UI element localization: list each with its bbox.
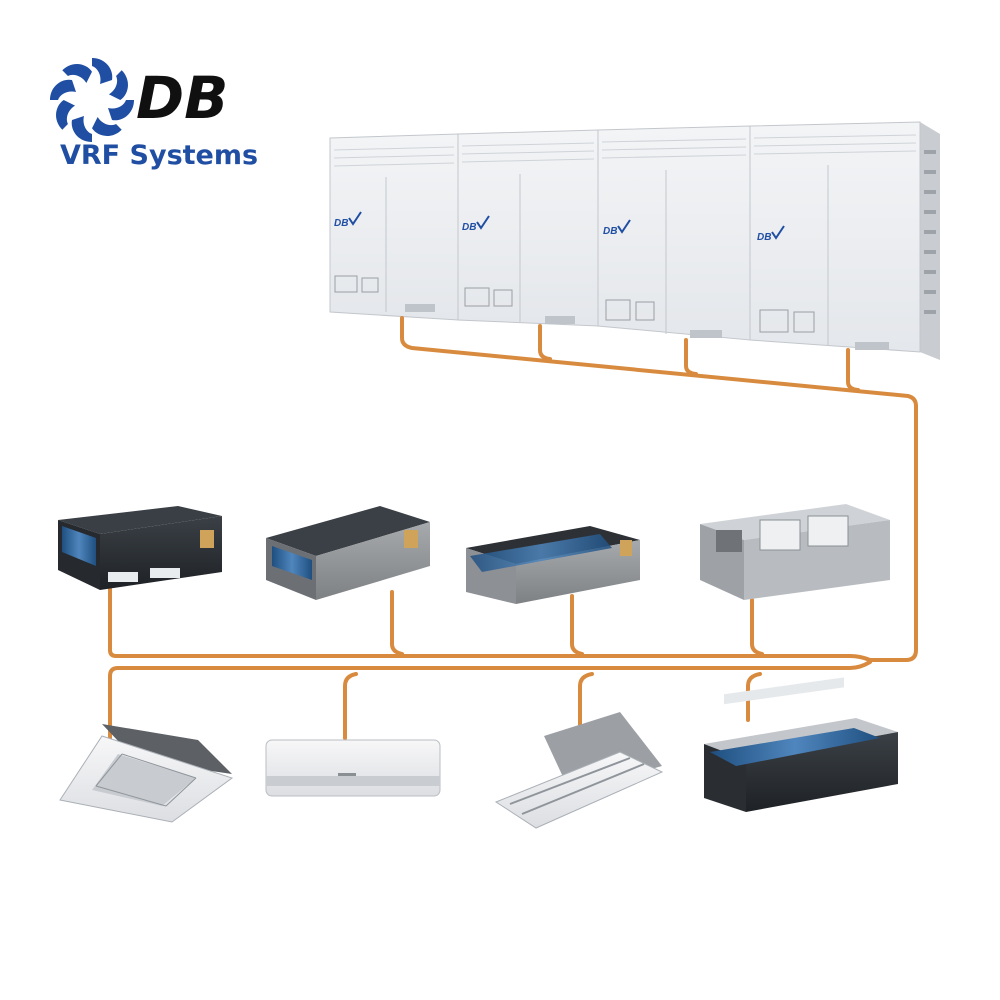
ducted-unit-dark (58, 506, 222, 590)
ducted-unit-high-static (700, 504, 890, 600)
outdoor-unit-1-badge: DB (334, 218, 348, 229)
wall-mounted-split (265, 739, 441, 797)
brand-logo: DB VRF Systems (50, 58, 258, 171)
ducted-unit-blue-coil (704, 677, 898, 812)
outdoor-unit-4-badge: DB (757, 232, 771, 243)
cassette-1-way (494, 712, 664, 829)
refrigerant-piping (108, 316, 918, 742)
cassette-4-way (59, 724, 234, 823)
outdoor-unit-1: DB (329, 133, 459, 321)
check-mark-icon (476, 215, 490, 230)
check-mark-icon (771, 225, 785, 240)
outdoor-unit-3: DB (597, 125, 751, 341)
check-mark-icon (617, 219, 631, 234)
outdoor-unit-2-badge: DB (462, 222, 476, 233)
outdoor-unit-2: DB (457, 129, 599, 327)
ducted-unit-slim (266, 506, 430, 600)
ducted-unit-low-profile (466, 526, 640, 604)
brand-title: VRF Systems (60, 140, 258, 171)
fan-blades-icon (50, 58, 134, 142)
outdoor-unit-4: DB (749, 121, 921, 353)
logo-wordmark: DB (136, 64, 228, 132)
outdoor-unit-bank: DB DB DB (329, 121, 940, 360)
check-mark-icon (348, 211, 362, 226)
outdoor-unit-3-badge: DB (603, 226, 617, 237)
